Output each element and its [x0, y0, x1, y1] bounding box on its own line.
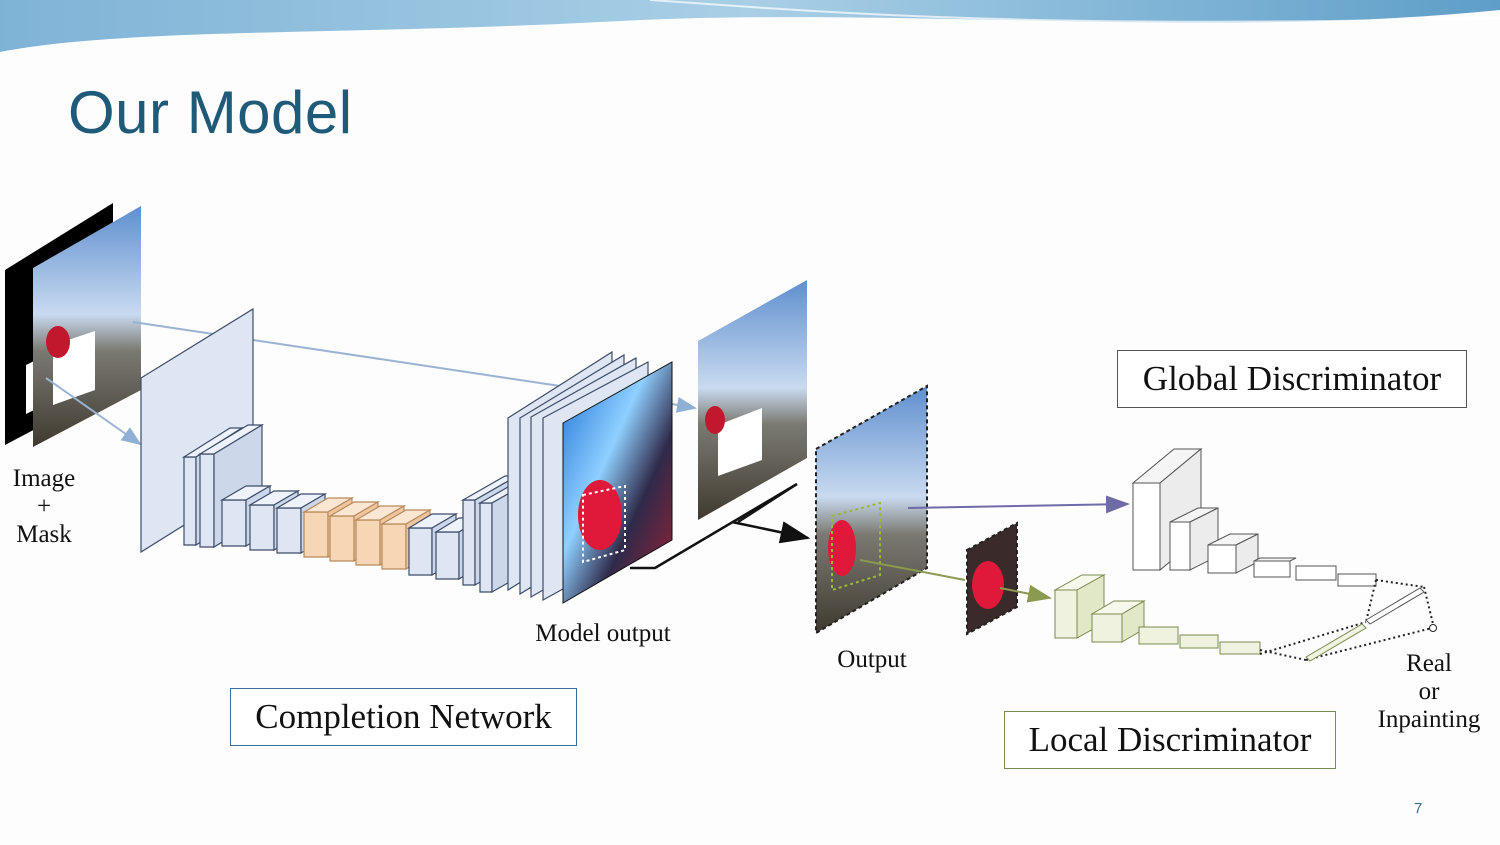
result-label-line-1: Real: [1406, 650, 1452, 677]
page-number: 7: [1414, 800, 1423, 817]
input-label: Image + Mask: [4, 465, 84, 549]
completion-network-label: Completion Network: [230, 688, 577, 746]
local-discriminator-layers: [1053, 574, 1261, 655]
result-label-line-2: or: [1418, 678, 1440, 705]
input-label-line-1: Image: [12, 465, 76, 492]
result-label-line-3: Inpainting: [1377, 706, 1481, 733]
masked-input-copy: [698, 280, 807, 520]
result-label: Real or Inpainting: [1365, 650, 1493, 734]
conv-cubes-white: [219, 484, 328, 555]
local-patch-image: [966, 521, 1018, 636]
input-label-line-3: Mask: [16, 521, 72, 548]
slide-title: Our Model: [68, 79, 353, 146]
output-image: [815, 384, 928, 635]
fc-layer-local: [1305, 623, 1367, 662]
header-wave: [0, 0, 1500, 52]
global-discriminator-layers: [1131, 447, 1377, 587]
input-label-line-2: +: [36, 493, 52, 520]
output-node: [1429, 624, 1437, 632]
global-discriminator-label: Global Discriminator: [1117, 350, 1467, 408]
model-output-label: Model output: [535, 620, 671, 647]
output-label: Output: [837, 646, 907, 673]
fc-concat: [1259, 579, 1435, 661]
model-output-image: [562, 361, 673, 604]
local-discriminator-label: Local Discriminator: [1004, 711, 1336, 769]
fc-layer-global: [1365, 587, 1425, 625]
input-photo: [33, 206, 141, 447]
